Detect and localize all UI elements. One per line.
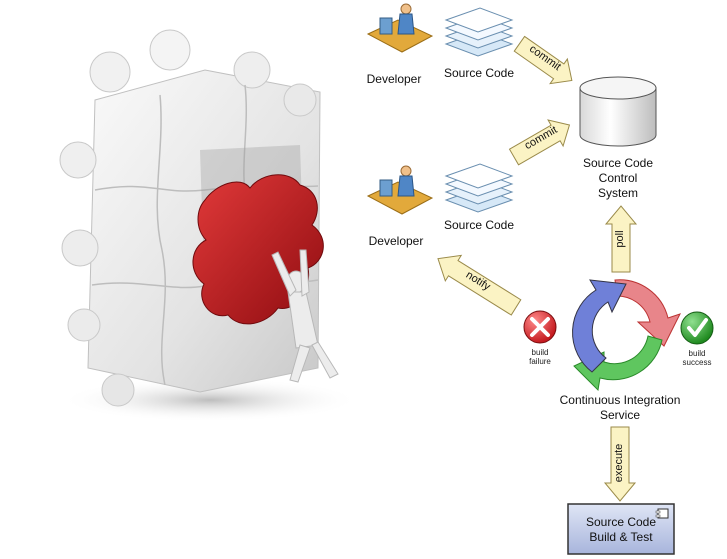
source-code-top-label: Source Code (443, 66, 515, 80)
document-stack-icon (444, 7, 514, 57)
success-icon (680, 311, 714, 345)
notify-arrow (437, 254, 522, 316)
build-box-line2: Build & Test (589, 530, 653, 544)
scm-label-line2: Control (598, 171, 638, 185)
execute-arrow (603, 426, 637, 502)
document-stack-icon (444, 163, 514, 213)
build-test-box (567, 503, 675, 555)
success-label-line2: success (682, 358, 712, 367)
source-code-mid-label: Source Code (443, 218, 515, 232)
database-icon (579, 76, 657, 147)
failure-icon (523, 310, 557, 344)
build-box-line1: Source Code (585, 515, 657, 529)
ci-label-line2: Service (599, 408, 640, 422)
cycle-icon (572, 279, 681, 392)
poll-label: poll (614, 230, 626, 248)
developer-mid-label: Developer (368, 234, 424, 248)
developer-icon (366, 165, 434, 215)
failure-label-line1: build (531, 348, 549, 357)
scm-label-line3: System (597, 186, 638, 200)
developer-top-label: Developer (366, 72, 422, 86)
scm-label-line1: Source Code (582, 156, 654, 170)
commit-arrow-mid (508, 119, 571, 166)
commit-arrow-top (513, 35, 573, 85)
failure-label-line2: failure (529, 357, 551, 366)
success-label-line1: build (688, 349, 706, 358)
poll-arrow (604, 205, 638, 273)
ci-label-line1: Continuous Integration (559, 393, 681, 407)
developer-icon (366, 3, 434, 53)
execute-label: execute (613, 443, 625, 483)
